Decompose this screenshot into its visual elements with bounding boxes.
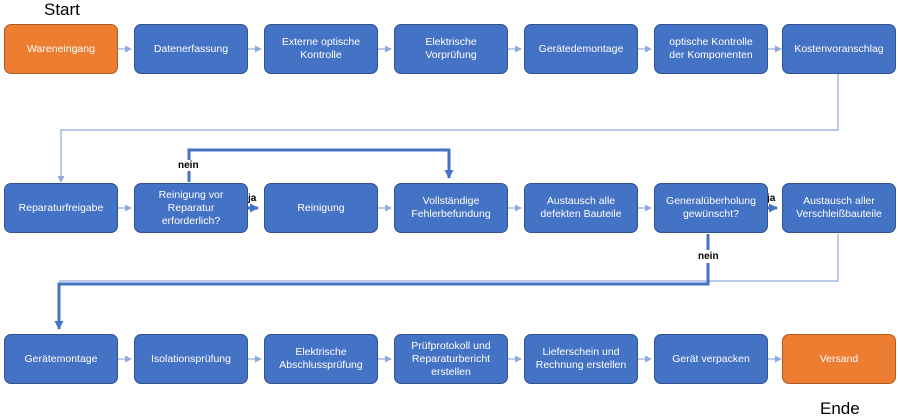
no-label-1: nein [177, 160, 200, 171]
node-externe-kontrolle: Externe optische Kontrolle [264, 24, 378, 74]
node-geraetemontage: Gerätemontage [4, 334, 118, 384]
node-elektrische-vorpruefung: Elektrische Vorprüfung [394, 24, 508, 74]
node-wareneingang: Wareneingang [4, 24, 118, 74]
node-isolationspruefung: Isolationsprüfung [134, 334, 248, 384]
arrow-7 [57, 74, 839, 183]
start-label: Start [44, 0, 80, 19]
node-versand: Versand [782, 334, 896, 384]
node-datenerfassung: Datenerfassung [134, 24, 248, 74]
node-pruefprotokoll: Prüfprotokoll und Reparaturbericht erste… [394, 334, 508, 384]
node-verpacken: Gerät verpacken [654, 334, 768, 384]
node-geraetedemontage: Gerätedemontage [524, 24, 638, 74]
node-lieferschein: Lieferschein und Rechnung erstellen [524, 334, 638, 384]
yes-label-1: ja [248, 193, 257, 204]
node-reinigung-frage: Reinigung vor Reparatur erforderlich? [134, 183, 248, 233]
arrow-15 [59, 234, 839, 282]
node-kostenvoranschlag: Kostenvoranschlag [782, 24, 896, 74]
node-optische-kontrolle: optische Kontrolle der Komponenten [654, 24, 768, 74]
node-austausch-defekt: Austausch alle defekten Bauteile [524, 183, 638, 233]
node-generalueberholung: Generalüberholung gewünscht? [654, 183, 768, 233]
no-label-2: nein [697, 250, 720, 263]
node-reinigung: Reinigung [264, 183, 378, 233]
node-abschlusspruefung: Elektrische Abschlussprüfung [264, 334, 378, 384]
node-reparaturfreigabe: Reparaturfreigabe [4, 183, 118, 233]
node-fehlerbefundung: Vollständige Fehlerbefundung [394, 183, 508, 233]
arrow-nein-1 [187, 148, 454, 182]
yes-label-2: ja [767, 193, 776, 204]
node-austausch-verschleiss: Austausch aller Verschleißbauteile [782, 183, 896, 233]
end-label: Ende [820, 399, 860, 418]
